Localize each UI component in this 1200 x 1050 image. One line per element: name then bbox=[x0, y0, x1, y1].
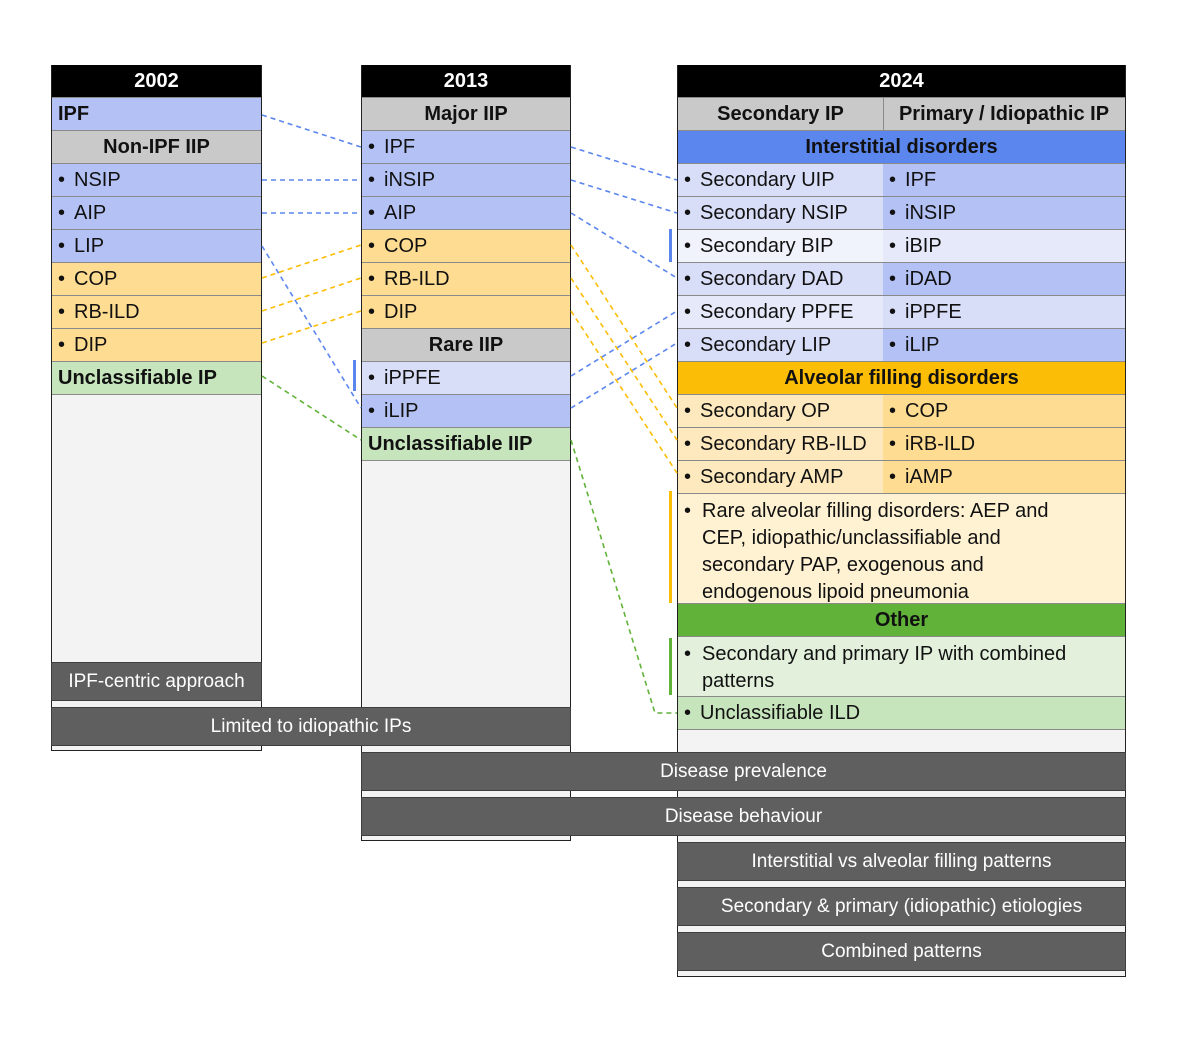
limited-to-idiopathic-bar: Limited to idiopathic IPs bbox=[51, 707, 571, 746]
list-item-cop: COP bbox=[52, 263, 261, 296]
secondary-op: Secondary OP bbox=[678, 395, 883, 428]
disease-prevalence-bar: Disease prevalence bbox=[361, 752, 1126, 791]
connector-rbild-rbild bbox=[261, 277, 362, 312]
connector-dip-2013-2024 bbox=[570, 310, 678, 474]
list-item-ilip: iLIP bbox=[362, 395, 570, 428]
list-item-dip: DIP bbox=[52, 329, 261, 362]
primary-cop: COP bbox=[883, 395, 1125, 428]
primary-ibip: iBIP bbox=[883, 230, 1125, 263]
year-2002-header: 2002 bbox=[52, 65, 261, 98]
bullet-dot: • bbox=[684, 500, 692, 522]
connector-lip-ilip bbox=[261, 245, 362, 409]
ipf-centric-approach-bar: IPF-centric approach bbox=[51, 662, 262, 701]
list-item-rb-ild: RB-ILD bbox=[52, 296, 261, 329]
bip-indicator-line bbox=[669, 229, 672, 262]
year-2024-header: 2024 bbox=[678, 65, 1125, 98]
rare-alveolar-line-1: Rare alveolar filling disorders: AEP and bbox=[702, 500, 1049, 522]
connector-cop-cop bbox=[261, 244, 362, 279]
list-item-dip: DIP bbox=[362, 296, 570, 329]
rare-alveolar-line-2: CEP, idiopathic/unclassifiable and bbox=[702, 527, 1001, 549]
column-2002: 2002 IPF Non-IPF IIP NSIP AIP LIP COP RB… bbox=[51, 65, 262, 751]
list-item-aip: AIP bbox=[362, 197, 570, 230]
rare-iip-header: Rare IIP bbox=[362, 329, 570, 362]
secondary-primary-etiologies-bar: Secondary & primary (idiopathic) etiolog… bbox=[677, 887, 1126, 926]
rare-alveolar-indicator-line bbox=[669, 491, 672, 603]
list-item-aip: AIP bbox=[52, 197, 261, 230]
non-ipf-iip-header: Non-IPF IIP bbox=[52, 131, 261, 164]
connector-cop-2013-2024 bbox=[570, 244, 678, 409]
secondary-lip: Secondary LIP bbox=[678, 329, 883, 362]
year-2013-header: 2013 bbox=[362, 65, 570, 98]
list-item-nsip: NSIP bbox=[52, 164, 261, 197]
major-iip-header: Major IIP bbox=[362, 98, 570, 131]
rare-alveolar-line-4: endogenous lipoid pneumonia bbox=[702, 581, 969, 603]
secondary-dad: Secondary DAD bbox=[678, 263, 883, 296]
list-item-rb-ild: RB-ILD bbox=[362, 263, 570, 296]
secondary-rb-ild: Secondary RB-ILD bbox=[678, 428, 883, 461]
secondary-ppfe: Secondary PPFE bbox=[678, 296, 883, 329]
combined-patterns-bar: Combined patterns bbox=[677, 932, 1126, 971]
secondary-ip-header: Secondary IP bbox=[678, 98, 883, 131]
list-item-insip: iNSIP bbox=[362, 164, 570, 197]
primary-iamp: iAMP bbox=[883, 461, 1125, 494]
disease-behaviour-bar: Disease behaviour bbox=[361, 797, 1126, 836]
rare-alveolar-line-3: secondary PAP, exogenous and bbox=[702, 554, 984, 576]
connector-ilip-2013-2024 bbox=[570, 342, 678, 409]
connector-ippfe-2013-2024 bbox=[570, 310, 678, 377]
combined-line-1: Secondary and primary IP with combined bbox=[702, 643, 1067, 665]
secondary-nsip: Secondary NSIP bbox=[678, 197, 883, 230]
secondary-amp: Secondary AMP bbox=[678, 461, 883, 494]
combined-indicator-line bbox=[669, 638, 672, 695]
ppfe-indicator-line bbox=[353, 360, 356, 391]
rare-alveolar-filling-disorders: • Rare alveolar filling disorders: AEP a… bbox=[678, 494, 1125, 604]
secondary-uip: Secondary UIP bbox=[678, 164, 883, 197]
primary-insip: iNSIP bbox=[883, 197, 1125, 230]
connector-insip-2013-2024 bbox=[570, 179, 678, 214]
unclassifiable-ild: Unclassifiable ILD bbox=[678, 697, 1125, 730]
interstitial-disorders-header: Interstitial disorders bbox=[678, 131, 1125, 164]
bullet-dot: • bbox=[684, 643, 692, 665]
ipf-cell: IPF bbox=[52, 98, 261, 131]
list-item-cop: COP bbox=[362, 230, 570, 263]
other-header: Other bbox=[678, 604, 1125, 637]
unclassifiable-ip-cell: Unclassifiable IP bbox=[52, 362, 261, 395]
connector-rbild-2013-2024 bbox=[570, 277, 678, 441]
column-2024: 2024 Secondary IP Primary / Idiopathic I… bbox=[677, 65, 1126, 977]
connector-unclass-2002-2013 bbox=[261, 375, 362, 441]
connector-aip-dad bbox=[570, 212, 678, 279]
connector-unclass-2013-2024 bbox=[570, 439, 677, 714]
combined-line-2: patterns bbox=[702, 670, 775, 692]
interstitial-vs-alveolar-bar: Interstitial vs alveolar filling pattern… bbox=[677, 842, 1126, 881]
primary-ipf: IPF bbox=[883, 164, 1125, 197]
list-item-lip: LIP bbox=[52, 230, 261, 263]
unclassifiable-iip-cell: Unclassifiable IIP bbox=[362, 428, 570, 461]
connector-ipf-2013-2024 bbox=[570, 146, 678, 181]
connector-ipf-2002-2013 bbox=[261, 114, 362, 148]
primary-ip-header: Primary / Idiopathic IP bbox=[883, 98, 1125, 131]
combined-patterns-item: • Secondary and primary IP with combined… bbox=[678, 637, 1125, 697]
primary-ilip: iLIP bbox=[883, 329, 1125, 362]
column-divider bbox=[883, 98, 884, 131]
